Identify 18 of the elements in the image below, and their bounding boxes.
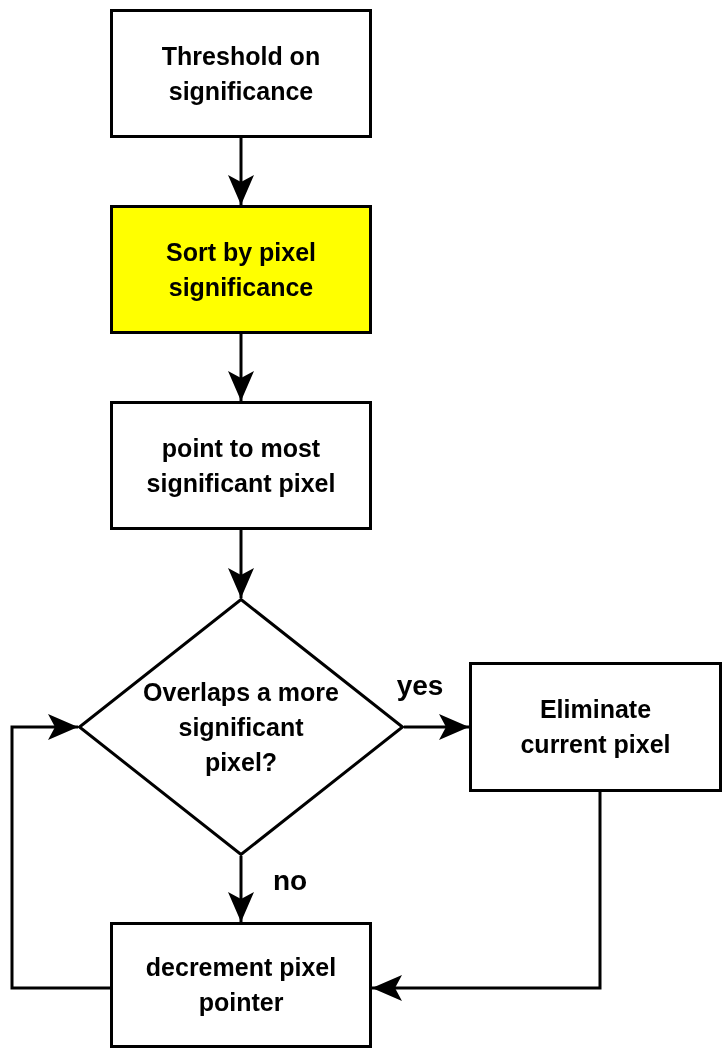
arrow: [404, 714, 469, 740]
process-box: [110, 401, 372, 530]
node-text: Eliminate current pixel: [519, 694, 672, 760]
node-text: Threshold on significance: [160, 40, 322, 107]
arrow: [228, 138, 254, 205]
node-text: Sort by pixel significance: [164, 236, 317, 303]
process-box: [469, 662, 722, 792]
node-text: Overlaps a more significant pixel?: [142, 676, 340, 778]
arrow: [228, 530, 254, 598]
node-text: decrement pixel pointer: [144, 952, 338, 1018]
arrow: [10, 714, 110, 990]
arrow: [228, 334, 254, 401]
process-box: [110, 205, 372, 334]
arrow: [228, 856, 254, 922]
node-text: point to most significant pixel: [145, 432, 337, 499]
process-box: [110, 9, 372, 138]
arrow: [372, 792, 602, 1001]
process-box: [110, 922, 372, 1048]
